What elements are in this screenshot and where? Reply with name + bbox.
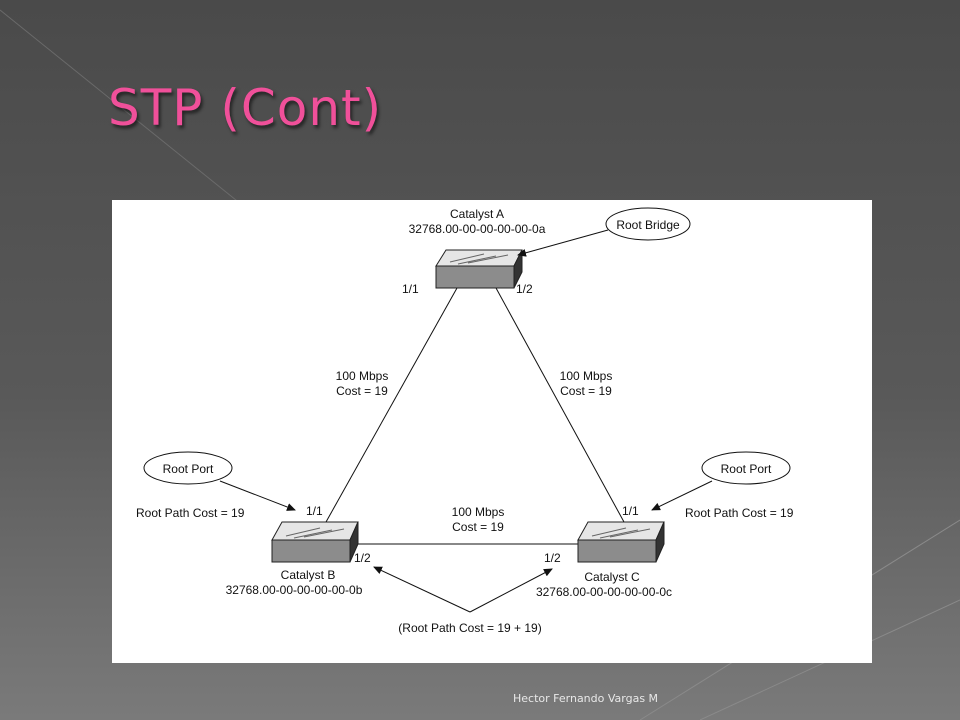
catalyst-b-name: Catalyst B bbox=[281, 568, 336, 582]
root-port-bubble-left bbox=[143, 451, 233, 485]
link-ac-cost: Cost = 19 bbox=[560, 384, 612, 398]
switch-catalyst-a bbox=[435, 249, 523, 289]
root-bridge-label: Root Bridge bbox=[616, 218, 680, 232]
catalyst-c-name: Catalyst C bbox=[584, 570, 640, 584]
path-cost-arrow-to-b bbox=[373, 566, 471, 613]
root-path-cost-left: Root Path Cost = 19 bbox=[136, 506, 245, 520]
root-path-cost-bottom: (Root Path Cost = 19 + 19) bbox=[398, 621, 541, 635]
link-a-c bbox=[495, 287, 625, 523]
root-bridge-bubble bbox=[605, 207, 691, 241]
root-port-bubble-right bbox=[701, 451, 791, 485]
link-a-b bbox=[325, 287, 458, 523]
root-port-arrow-left bbox=[219, 480, 296, 511]
link-ac-speed: 100 Mbps bbox=[560, 369, 613, 383]
root-port-arrow-right bbox=[651, 480, 713, 511]
catalyst-b-id: 32768.00-00-00-00-00-0b bbox=[226, 583, 363, 597]
root-port-label-right: Root Port bbox=[721, 462, 772, 476]
link-bc-speed: 100 Mbps bbox=[452, 505, 505, 519]
catalyst-a-name: Catalyst A bbox=[450, 207, 504, 221]
stp-diagram-svg: Catalyst A 32768.00-00-00-00-00-0a 1/1 1… bbox=[136, 207, 794, 635]
catalyst-a-port-1-1: 1/1 bbox=[402, 282, 419, 296]
catalyst-b-port-1-1: 1/1 bbox=[306, 504, 323, 518]
stp-diagram: Catalyst A 32768.00-00-00-00-00-0a 1/1 1… bbox=[112, 200, 872, 663]
catalyst-a-id: 32768.00-00-00-00-00-0a bbox=[409, 222, 546, 236]
catalyst-c-id: 32768.00-00-00-00-00-0c bbox=[536, 585, 672, 599]
switch-catalyst-c bbox=[577, 521, 665, 563]
footer-author: Hector Fernando Vargas M bbox=[513, 692, 659, 705]
catalyst-b-port-1-2: 1/2 bbox=[354, 551, 371, 565]
link-bc-cost: Cost = 19 bbox=[452, 520, 504, 534]
root-bridge-arrow bbox=[517, 229, 609, 257]
slide-title: STP (Cont) bbox=[108, 79, 383, 137]
catalyst-a-port-1-2: 1/2 bbox=[516, 282, 533, 296]
catalyst-c-port-1-1: 1/1 bbox=[622, 504, 639, 518]
link-ab-speed: 100 Mbps bbox=[336, 369, 389, 383]
link-ab-cost: Cost = 19 bbox=[336, 384, 388, 398]
path-cost-arrow-to-c bbox=[469, 568, 553, 613]
root-port-label-left: Root Port bbox=[163, 462, 214, 476]
catalyst-c-port-1-2: 1/2 bbox=[544, 551, 561, 565]
switch-catalyst-b bbox=[271, 521, 359, 563]
root-path-cost-right: Root Path Cost = 19 bbox=[685, 506, 794, 520]
